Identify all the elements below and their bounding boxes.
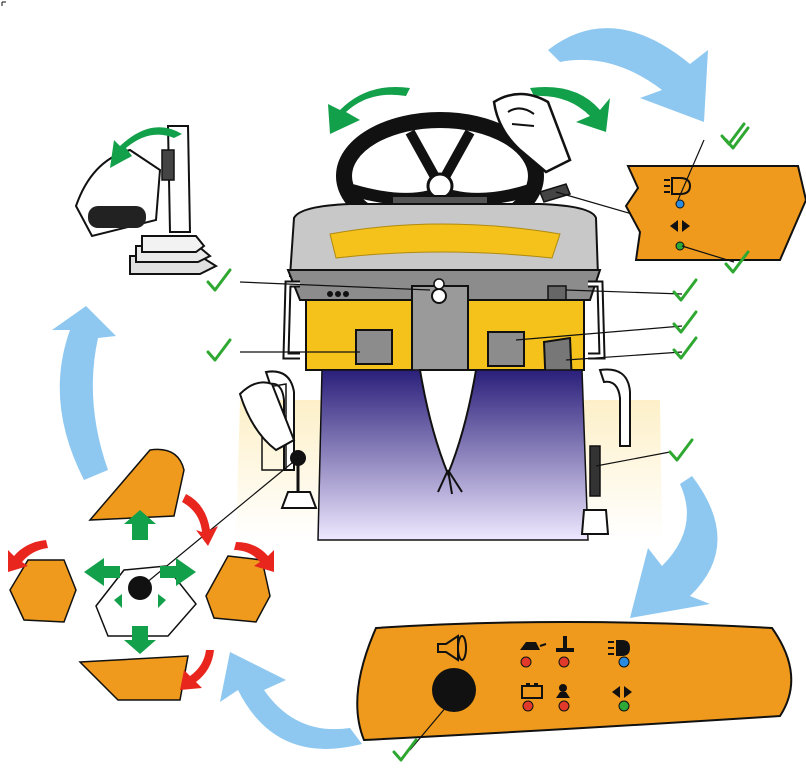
armrest-control-inset — [74, 125, 219, 275]
ignition-switch — [431, 278, 447, 304]
battery-charge-lamp — [522, 700, 534, 712]
bucket-tilt-arrows — [8, 494, 274, 690]
turn-indicator-icon — [670, 220, 690, 232]
check-icon — [724, 126, 750, 150]
cycle-arrow-bottom — [220, 652, 362, 749]
steering-rotate-left-arrow — [328, 86, 410, 134]
coolant-temperature-lamp — [558, 656, 570, 668]
cycle-arrow-top-right — [548, 28, 708, 122]
air-filter-icon — [556, 684, 570, 698]
steering-rotate-right-arrow — [530, 86, 610, 132]
coolant-temperature-icon — [556, 636, 574, 652]
horn-icon — [437, 634, 467, 662]
check-icon — [668, 438, 694, 462]
check-icon — [672, 278, 698, 302]
check-icon — [206, 338, 232, 362]
check-icon — [672, 310, 698, 334]
right-grab-rail — [598, 368, 631, 447]
check-icon — [672, 336, 698, 360]
turn-indicator-lamp — [618, 700, 630, 712]
headlight-icon — [608, 640, 630, 656]
air-filter-lamp — [558, 700, 570, 712]
throttle-lever — [580, 445, 610, 535]
check-icon — [724, 250, 750, 274]
checkmark-group — [206, 122, 750, 762]
dashboard-panel — [356, 621, 793, 742]
battery-icon — [521, 683, 543, 699]
hand-on-rail-icon — [238, 381, 296, 452]
operator-console — [286, 203, 602, 383]
cab-floor — [236, 369, 662, 541]
headlight-icon — [664, 177, 692, 195]
oil-pressure-icon — [520, 642, 547, 650]
headlight-lamp — [618, 656, 630, 668]
cycle-arrow-left — [52, 306, 116, 480]
bucket-move-arrows — [84, 510, 196, 654]
oil-pressure-lamp — [520, 656, 532, 668]
bucket-motion-diagram — [8, 448, 299, 701]
turn-indicator-icon — [612, 686, 632, 698]
indicator-panel — [624, 165, 806, 261]
corner-mark — [1, 1, 6, 6]
callout-leaders — [239, 139, 735, 751]
cycle-arrow-right — [630, 476, 718, 618]
check-icon — [206, 268, 232, 292]
hand-on-wheel-icon — [492, 92, 572, 174]
panel-headlight-lamp — [675, 199, 685, 209]
horn-button — [432, 668, 476, 712]
check-icon — [392, 738, 418, 762]
